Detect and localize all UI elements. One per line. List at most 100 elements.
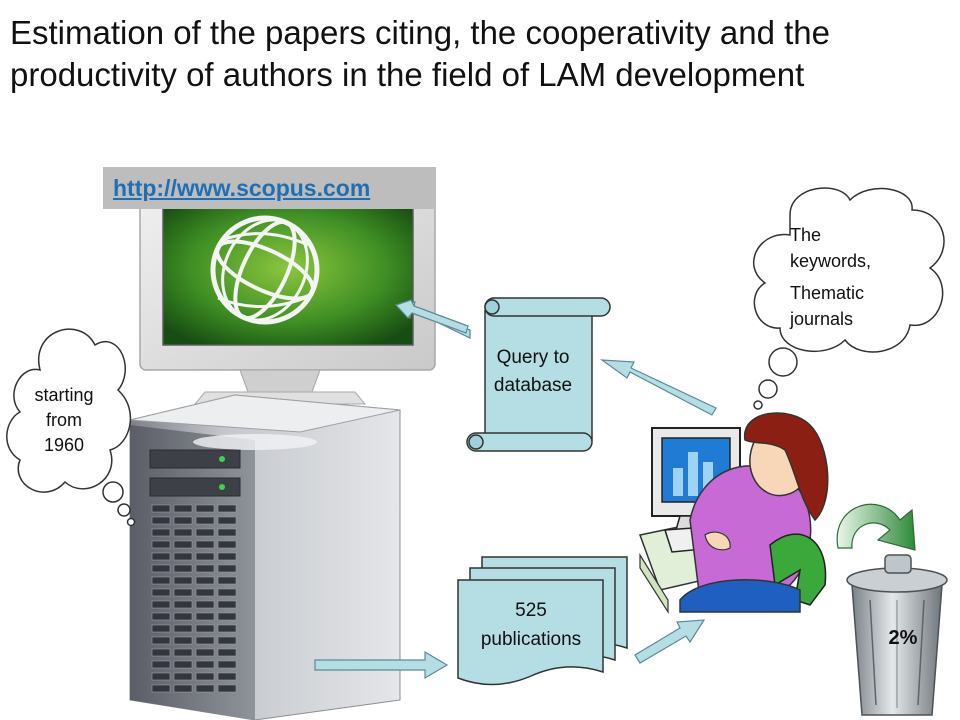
vent-slot xyxy=(217,552,237,561)
vent-slot xyxy=(195,660,215,669)
vent-slot xyxy=(195,576,215,585)
person-at-computer-icon xyxy=(638,412,829,615)
vent-slot xyxy=(217,600,237,609)
title-line-2: productivity of authors in the field of … xyxy=(10,56,805,93)
vent-slot xyxy=(217,672,237,681)
vent-slot xyxy=(195,588,215,597)
vent-slot xyxy=(217,564,237,573)
vent-slot xyxy=(217,540,237,549)
scopus-link[interactable]: http://www.scopus.com xyxy=(113,175,371,201)
vent-slot xyxy=(173,576,193,585)
vent-slot xyxy=(151,648,171,657)
cloud-right-line-1: The xyxy=(790,225,822,245)
publications-count: 525 xyxy=(515,600,547,621)
vent-slot xyxy=(195,540,215,549)
vent-slot xyxy=(195,516,215,525)
vent-slot xyxy=(217,648,237,657)
vent-slot xyxy=(217,516,237,525)
thought-cloud-right xyxy=(753,187,945,410)
globe-icon xyxy=(210,215,320,325)
cloud-left-line-3: 1960 xyxy=(43,435,85,455)
vent-slot xyxy=(151,660,171,669)
arrow-server-to-documents xyxy=(314,650,449,680)
server-tower-icon xyxy=(129,394,401,720)
vent-slot xyxy=(217,612,237,621)
publications-label: publications xyxy=(480,629,582,650)
vent-slot xyxy=(217,636,237,645)
vent-slot xyxy=(173,540,193,549)
publications-text: 525 publications xyxy=(462,596,600,654)
vent-slot xyxy=(195,528,215,537)
vent-slot xyxy=(195,600,215,609)
arrow-documents-to-person xyxy=(634,619,706,664)
vent-slot xyxy=(151,600,171,609)
curved-arrow-icon xyxy=(836,503,916,551)
vent-slot xyxy=(217,576,237,585)
vent-slot xyxy=(173,612,193,621)
cloud-right-line-3: Thematic xyxy=(790,283,865,303)
vent-slot xyxy=(173,516,193,525)
vent-slot xyxy=(195,672,215,681)
vent-slot xyxy=(151,504,171,513)
slide-title: Estimation of the papers citing, the coo… xyxy=(10,12,950,96)
vent-slot xyxy=(151,552,171,561)
vent-slot xyxy=(173,588,193,597)
vent-slot xyxy=(217,624,237,633)
thought-cloud-left xyxy=(6,328,136,527)
vent-slot xyxy=(173,528,193,537)
vent-slot xyxy=(151,528,171,537)
vent-slot xyxy=(195,648,215,657)
vent-slot xyxy=(173,660,193,669)
vent-slot xyxy=(195,684,215,693)
query-line-2: database xyxy=(493,375,573,396)
vent-slot xyxy=(217,528,237,537)
vent-slot xyxy=(173,624,193,633)
arrow-person-to-scroll xyxy=(599,359,717,416)
vent-slot xyxy=(195,624,215,633)
vent-slot xyxy=(173,600,193,609)
vent-slot xyxy=(173,648,193,657)
vent-slot xyxy=(195,504,215,513)
vent-slot xyxy=(173,636,193,645)
vent-slot xyxy=(151,612,171,621)
vent-slot xyxy=(151,624,171,633)
vent-slot xyxy=(173,684,193,693)
query-scroll-text: Query to database xyxy=(480,344,586,400)
server-drive-bays xyxy=(149,449,241,497)
cloud-right-line-2: keywords, xyxy=(790,251,872,271)
vent-slot xyxy=(195,636,215,645)
vent-slot xyxy=(151,540,171,549)
title-line-1: Estimation of the papers citing, the coo… xyxy=(10,14,830,51)
vent-slot xyxy=(151,516,171,525)
vent-slot xyxy=(151,672,171,681)
vent-slot xyxy=(195,552,215,561)
vent-slot xyxy=(195,612,215,621)
computer-monitor xyxy=(139,169,436,405)
vent-slot xyxy=(173,564,193,573)
stacked-documents-icon xyxy=(457,556,628,686)
vent-slot xyxy=(173,672,193,681)
vent-slot xyxy=(173,504,193,513)
arrow-scroll-to-monitor xyxy=(394,299,471,339)
thought-cloud-icon xyxy=(6,328,132,493)
vent-slot xyxy=(217,504,237,513)
vent-slot xyxy=(217,684,237,693)
vent-slot xyxy=(151,684,171,693)
vent-slot xyxy=(151,564,171,573)
cloud-right-line-4: journals xyxy=(790,309,854,329)
cloud-left-line-2: from xyxy=(46,410,82,430)
trash-percent: 2% xyxy=(888,627,918,649)
vent-slot xyxy=(195,564,215,573)
vent-slot xyxy=(217,588,237,597)
server-vent-grille xyxy=(151,504,237,693)
cloud-left-line-1: starting xyxy=(34,385,94,405)
scroll-icon xyxy=(466,297,611,452)
vent-slot xyxy=(151,636,171,645)
query-line-1: Query to xyxy=(496,347,570,368)
vent-slot xyxy=(173,552,193,561)
cloud-right-text: The keywords, Thematic journals xyxy=(790,222,910,332)
url-box: http://www.scopus.com xyxy=(103,167,436,209)
cloud-left-text: starting from 1960 xyxy=(22,383,106,458)
vent-slot xyxy=(217,660,237,669)
